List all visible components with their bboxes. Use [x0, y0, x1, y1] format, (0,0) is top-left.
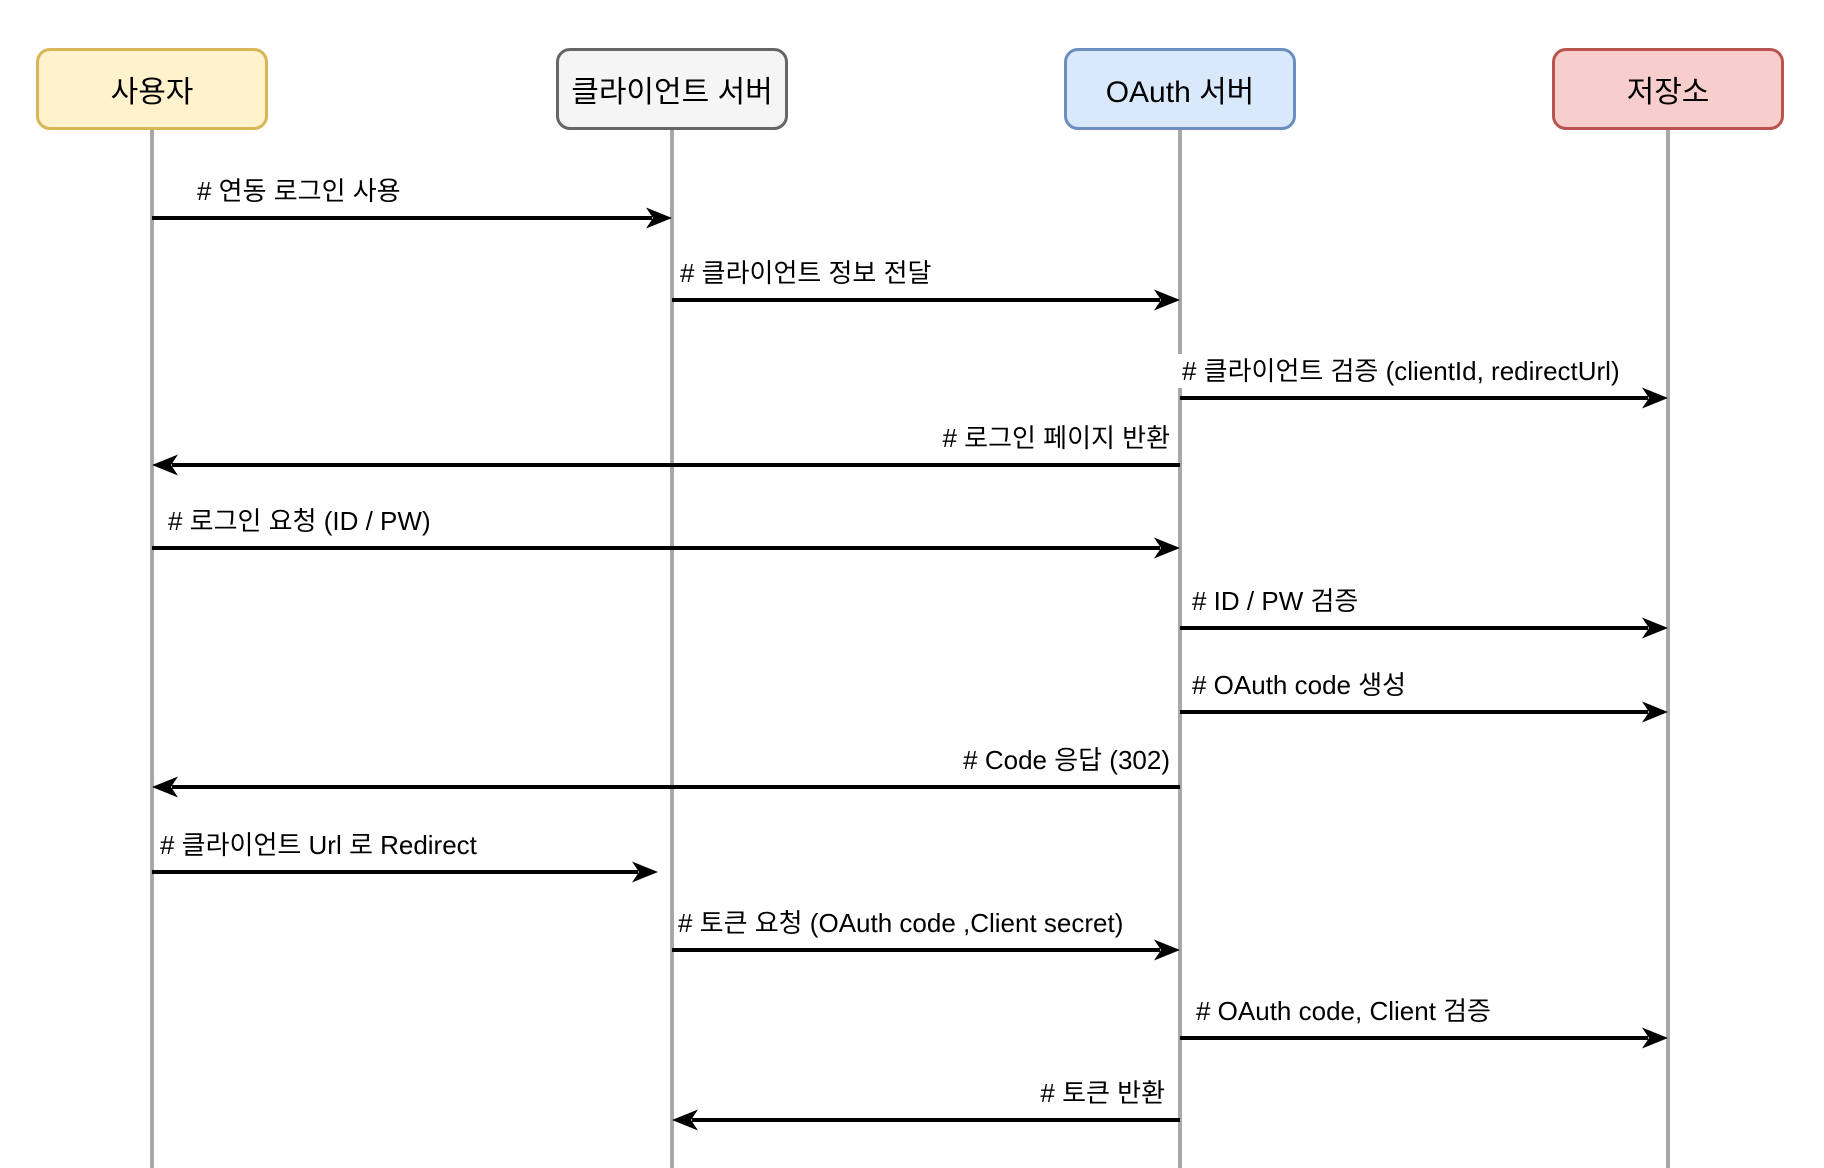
message-12-label: # 토큰 반환 — [1036, 1076, 1169, 1110]
message-3-arrowhead — [1642, 387, 1668, 409]
message-2-label: # 클라이언트 정보 전달 — [676, 256, 936, 290]
message-1-arrowhead — [646, 207, 672, 229]
lifeline-oauth-server — [1178, 126, 1182, 1168]
message-11-arrowhead — [1642, 1027, 1668, 1049]
message-3-label: # 클라이언트 검증 (clientId, redirectUrl) — [1178, 354, 1624, 388]
message-11-label: # OAuth code, Client 검증 — [1192, 994, 1495, 1028]
actor-oauth-server: OAuth 서버 — [1064, 48, 1296, 130]
message-6-label: # ID / PW 검증 — [1188, 584, 1363, 618]
message-8-arrowhead — [152, 776, 178, 798]
message-5-label: # 로그인 요청 (ID / PW) — [164, 504, 435, 538]
lifeline-client-server — [670, 126, 674, 1168]
message-5-arrowhead — [1154, 537, 1180, 559]
message-12-arrowhead — [672, 1109, 698, 1131]
lifeline-storage — [1666, 126, 1670, 1168]
message-10-arrowhead — [1154, 939, 1180, 961]
lifeline-user — [150, 126, 154, 1168]
message-8-label: # Code 응답 (302) — [959, 743, 1174, 777]
message-9-label: # 클라이언트 Url 로 Redirect — [156, 828, 481, 862]
actor-label-storage: 저장소 — [1626, 76, 1710, 109]
message-2-arrowhead — [1154, 289, 1180, 311]
actor-client-server: 클라이언트 서버 — [556, 48, 788, 130]
actor-label-oauth-server: OAuth 서버 — [1105, 76, 1255, 109]
actor-user: 사용자 — [36, 48, 268, 130]
message-7-label: # OAuth code 생성 — [1188, 668, 1411, 702]
actor-label-client-server: 클라이언트 서버 — [571, 76, 773, 109]
message-9-arrowhead — [632, 861, 658, 883]
message-10-label: # 토큰 요청 (OAuth code ,Client secret) — [674, 906, 1128, 940]
actor-storage: 저장소 — [1552, 48, 1784, 130]
message-1-label: # 연동 로그인 사용 — [193, 174, 405, 208]
message-6-arrowhead — [1642, 617, 1668, 639]
message-4-arrowhead — [152, 454, 178, 476]
message-7-arrowhead — [1642, 701, 1668, 723]
actor-label-user: 사용자 — [110, 76, 194, 109]
message-4-label: # 로그인 페이지 반환 — [938, 421, 1174, 455]
